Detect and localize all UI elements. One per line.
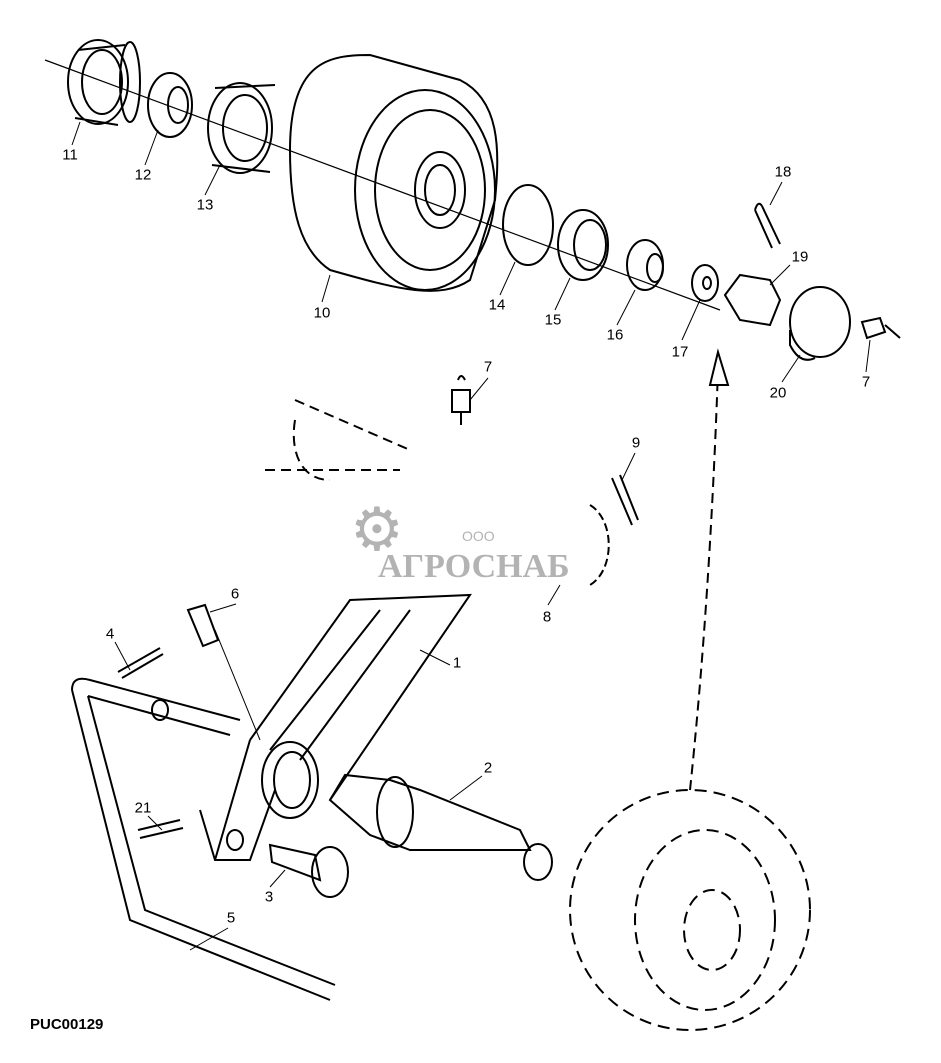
pivot-pin-3: [268, 843, 349, 898]
callout-14: 14: [488, 296, 506, 314]
callout-3: 3: [264, 888, 274, 906]
callout-12: 12: [134, 166, 152, 184]
watermark-line2: АГРОСНАБ: [378, 548, 570, 585]
grease-fitting-7-right: [860, 316, 901, 340]
castle-nut-19: [723, 273, 782, 327]
cotter-pin-18: [754, 202, 781, 249]
callout-4: 4: [105, 625, 115, 643]
callout-5: 5: [226, 909, 236, 927]
pin-21: [137, 819, 184, 839]
callout-15: 15: [544, 311, 562, 329]
callout-21: 21: [134, 799, 152, 817]
callout-leaders: [71, 121, 871, 951]
leader-6: [214, 629, 261, 741]
bearing-cone-12: [147, 72, 193, 138]
callout-13: 13: [196, 196, 214, 214]
arrow-head-icon: [708, 348, 730, 386]
frame-outline-dashed: [265, 399, 411, 481]
callout-9: 9: [631, 434, 641, 452]
cotter-pin-4: [117, 647, 164, 679]
washer-17: [691, 264, 719, 302]
diagram-code: PUC00129: [30, 1016, 104, 1033]
cotter-pin-9: [611, 474, 639, 526]
snap-ring-14: [502, 184, 554, 266]
callout-10: 10: [313, 304, 331, 322]
callout-8: 8: [542, 608, 552, 626]
roll-pin-6: [186, 603, 220, 648]
callout-19: 19: [791, 248, 809, 266]
callout-6: 6: [230, 585, 240, 603]
assembly-axis-line: [44, 59, 721, 311]
watermark-line1: ООО: [462, 528, 495, 544]
bearing-cup-15: [557, 209, 609, 281]
spindle-2: [328, 773, 553, 881]
assembly-arrow-path: [689, 369, 719, 791]
wheel-10: [288, 53, 499, 292]
callout-2: 2: [483, 759, 493, 777]
bearing-cup-11: [67, 39, 141, 126]
callout-11: 11: [62, 146, 78, 164]
callout-16: 16: [606, 326, 624, 344]
callout-7-right: 7: [861, 373, 871, 391]
callout-20: 20: [769, 384, 787, 402]
handle-5: [71, 677, 336, 1001]
ring-8: [589, 504, 610, 586]
wheel-dashed: [569, 789, 811, 1031]
grease-fitting-7-center: [451, 375, 471, 425]
caster-arm-1: [199, 593, 472, 861]
callout-1: 1: [452, 654, 462, 672]
callout-7-center: 7: [483, 358, 493, 376]
callout-18: 18: [774, 163, 792, 181]
callout-17: 17: [671, 343, 689, 361]
bearing-cup-13: [207, 82, 276, 174]
watermark-gear-icon: ⚙: [350, 496, 404, 563]
hub-cap-20: [789, 286, 851, 361]
bearing-cone-16: [626, 239, 664, 291]
